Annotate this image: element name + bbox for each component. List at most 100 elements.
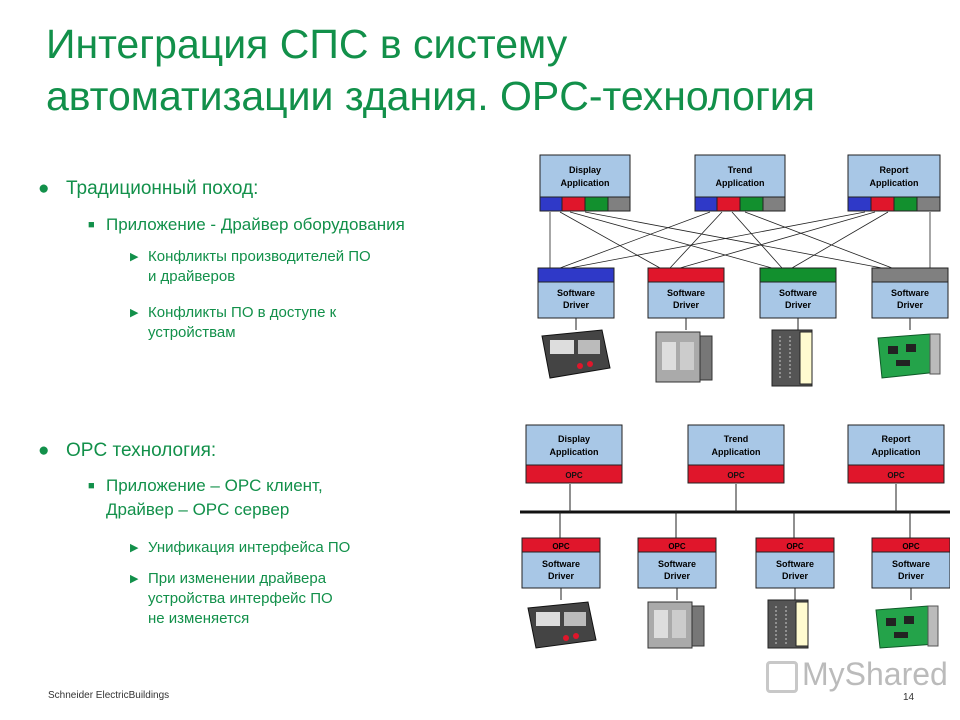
color-slot-green bbox=[739, 196, 764, 212]
section2-point-1: Унификация интерфейса ПО bbox=[148, 538, 350, 558]
app-label-line-1: Display bbox=[558, 434, 590, 444]
section1-point-2-line-2: устройствам bbox=[148, 324, 236, 341]
app-label-line-2: Application bbox=[712, 447, 761, 457]
section1-point-2-line-1: Конфликты ПО в доступе к bbox=[148, 304, 337, 321]
opc-label: OPC bbox=[727, 471, 745, 480]
driver-label-line-2: Driver bbox=[897, 300, 924, 310]
arrow-bullet-icon: ▶ bbox=[130, 573, 139, 585]
square-bullet-icon: ■ bbox=[88, 219, 95, 231]
color-slot-red bbox=[716, 196, 741, 212]
app-label-line-1: Display bbox=[569, 165, 601, 175]
color-slot-gray bbox=[607, 196, 631, 212]
driver-box: Software Driver bbox=[537, 267, 615, 319]
app-label-line-2: Application bbox=[870, 178, 919, 188]
driver-label-line-1: Software bbox=[891, 288, 929, 298]
app-box-report bbox=[847, 154, 941, 198]
section1-heading: Традиционный поход: bbox=[66, 178, 259, 199]
driver-label-line-2: Driver bbox=[563, 300, 590, 310]
section2-point-2: При изменении драйвера устройства интерф… bbox=[148, 569, 333, 629]
app-label-line-2: Application bbox=[872, 447, 921, 457]
bullet-dot-icon: ● bbox=[38, 440, 50, 461]
driver-label-line-1: Software bbox=[776, 559, 814, 569]
page-number: 14 bbox=[903, 692, 915, 703]
arrow-bullet-icon: ▶ bbox=[130, 251, 139, 263]
section2-heading: OPC технология: bbox=[66, 440, 217, 461]
opc-label: OPC bbox=[902, 542, 920, 551]
controller-device-icon bbox=[647, 601, 705, 649]
driver-label-line-2: Driver bbox=[898, 571, 925, 581]
driver-box: Software Driver bbox=[759, 267, 837, 319]
slide-title: Интеграция СПС в систему автоматизации з… bbox=[46, 18, 946, 122]
color-slot-green bbox=[584, 196, 609, 212]
driver-label-line-2: Driver bbox=[548, 571, 575, 581]
section2-point-2-line-2: устройства интерфейс ПО bbox=[148, 590, 333, 607]
bullet-dot-icon: ● bbox=[38, 178, 50, 199]
watermark-square-icon bbox=[766, 660, 798, 693]
opc-label: OPC bbox=[565, 471, 583, 480]
driver-label-line-2: Driver bbox=[664, 571, 691, 581]
driver-label-line-1: Software bbox=[892, 559, 930, 569]
color-slot-gray bbox=[762, 196, 786, 212]
driver-label-line-2: Driver bbox=[673, 300, 700, 310]
app-box-trend bbox=[694, 154, 786, 198]
section1-point-1-line-1: Конфликты производителей ПО bbox=[148, 248, 371, 265]
opc-driver-box: OPC Software Driver bbox=[637, 537, 717, 589]
section1-point-1-line-2: и драйверов bbox=[148, 268, 236, 285]
app-label-line-2: Application bbox=[561, 178, 610, 188]
color-slot-green bbox=[893, 196, 918, 212]
app-label-line-1: Report bbox=[882, 434, 911, 444]
section2-point-1-line-1: Унификация интерфейса ПО bbox=[148, 539, 351, 556]
opc-app-box: Display Application OPC bbox=[525, 424, 623, 484]
section2-sub-line-1: Приложение – OPC клиент, bbox=[106, 476, 323, 495]
app-label-line-1: Trend bbox=[724, 434, 749, 444]
traditional-diagram: Display Application Trend Application Re… bbox=[537, 154, 949, 387]
plc-device-icon bbox=[771, 329, 813, 387]
section1-sub: Приложение - Драйвер оборудования bbox=[106, 215, 405, 234]
watermark-text: MyShared bbox=[802, 656, 948, 692]
opc-app-box: Trend Application OPC bbox=[687, 424, 785, 484]
watermark-logo: MyShared bbox=[766, 656, 948, 693]
connector-lines bbox=[549, 211, 931, 269]
driver-label-line-2: Driver bbox=[782, 571, 809, 581]
opc-label: OPC bbox=[887, 471, 905, 480]
meter-device-icon bbox=[527, 601, 597, 649]
driver-label-line-2: Driver bbox=[785, 300, 812, 310]
pc-card-device-icon bbox=[877, 333, 941, 379]
color-slot-blue bbox=[539, 196, 563, 212]
pc-card-device-icon bbox=[875, 605, 939, 649]
driver-box: Software Driver bbox=[871, 267, 949, 319]
section2-sub: Приложение – OPC клиент, Драйвер – OPC с… bbox=[106, 474, 323, 522]
section2-point-2-line-1: При изменении драйвера bbox=[148, 570, 327, 587]
app-label-line-2: Application bbox=[716, 178, 765, 188]
controller-device-icon bbox=[655, 331, 713, 383]
opc-diagram: Display Application OPC Trend Applicatio… bbox=[520, 424, 950, 649]
square-bullet-icon: ■ bbox=[88, 480, 95, 492]
app-label-line-1: Trend bbox=[728, 165, 753, 175]
app-box-display bbox=[539, 154, 631, 198]
meter-device-icon bbox=[541, 329, 611, 379]
color-slot-blue bbox=[847, 196, 872, 212]
color-slot-gray bbox=[916, 196, 941, 212]
opc-driver-box: OPC Software Driver bbox=[755, 537, 835, 589]
opc-label: OPC bbox=[786, 542, 804, 551]
driver-label-line-1: Software bbox=[667, 288, 705, 298]
driver-label-line-1: Software bbox=[658, 559, 696, 569]
app-label-line-2: Application bbox=[550, 447, 599, 457]
opc-app-box: Report Application OPC bbox=[847, 424, 945, 484]
architecture-diagram: Display Application Trend Application Re… bbox=[520, 154, 950, 649]
opc-label: OPC bbox=[552, 542, 570, 551]
color-slot-red bbox=[561, 196, 586, 212]
plc-device-icon bbox=[767, 599, 809, 649]
driver-box: Software Driver bbox=[647, 267, 725, 319]
slide-title-line-2: автоматизации здания. OPC-технология bbox=[46, 73, 816, 119]
section2-sub-line-2: Драйвер – OPC сервер bbox=[106, 500, 290, 519]
section1-point-1: Конфликты производителей ПО и драйверов bbox=[148, 247, 371, 287]
app-label-line-1: Report bbox=[880, 165, 909, 175]
arrow-bullet-icon: ▶ bbox=[130, 307, 139, 319]
color-slot-blue bbox=[694, 196, 718, 212]
opc-driver-box: OPC Software Driver bbox=[521, 537, 601, 589]
driver-label-line-1: Software bbox=[557, 288, 595, 298]
driver-label-line-1: Software bbox=[779, 288, 817, 298]
slide-title-line-1: Интеграция СПС в систему bbox=[46, 21, 568, 67]
opc-driver-box: OPC Software Driver bbox=[871, 537, 950, 589]
